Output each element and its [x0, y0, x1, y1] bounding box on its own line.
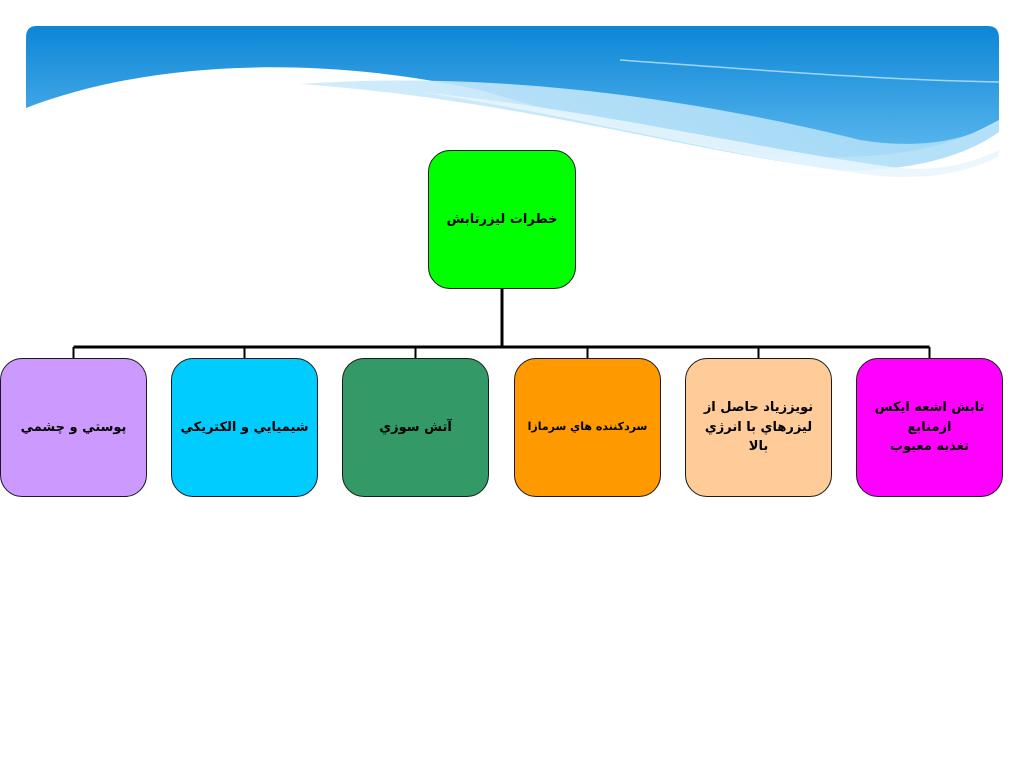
- child-node-label: پوستي و چشمي: [20, 419, 127, 435]
- child-node-label: نويززياد حاصل از ليزرهاي با انرژي بالا: [703, 400, 814, 455]
- banner-ribbon: [300, 80, 999, 171]
- child-node-label: تابش اشعه ايكس ازمنابع تغذيه معيوب: [874, 400, 985, 455]
- child-node-fire: آتش سوزي: [342, 358, 489, 497]
- child-node-label: سردكننده هاي سرمازا: [527, 420, 648, 434]
- wave-banner-decoration: [26, 26, 1000, 178]
- root-node-laser-hazards: خطرات ليزرتابش: [428, 150, 576, 289]
- child-node-high-energy-noise: نويززياد حاصل از ليزرهاي با انرژي بالا: [685, 358, 832, 497]
- root-node-label: خطرات ليزرتابش: [446, 211, 558, 227]
- child-node-label: آتش سوزي: [379, 419, 452, 435]
- child-node-label: شيميايي و الكتريكي: [180, 419, 309, 435]
- connector-drops: [72, 347, 931, 358]
- child-node-chemical-electrical: شيميايي و الكتريكي: [171, 358, 318, 497]
- child-node-xray-radiation: تابش اشعه ايكس ازمنابع تغذيه معيوب: [856, 358, 1003, 497]
- banner-highlight: [619, 59, 1000, 83]
- child-node-cryogenic-coolants: سردكننده هاي سرمازا: [514, 358, 661, 497]
- banner-ribbon-2: [420, 92, 999, 178]
- child-node-skin-eye: پوستي و چشمي: [0, 358, 147, 497]
